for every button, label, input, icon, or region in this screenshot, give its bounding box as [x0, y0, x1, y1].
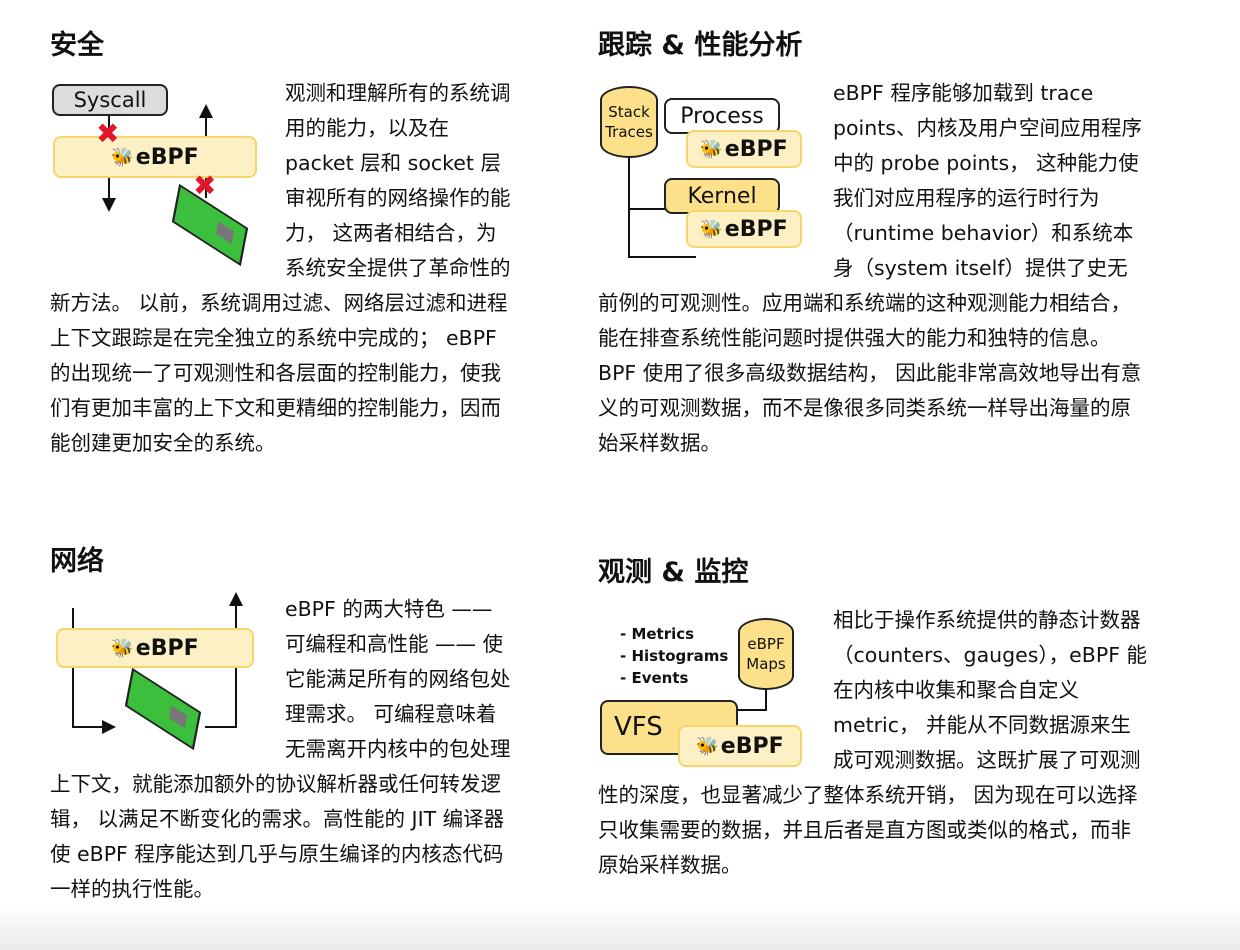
- arrow-down-icon: [102, 198, 116, 212]
- section-body: 观测和理解所有的系统调用的能力，以及在 packet 层和 socket 层审视…: [50, 81, 511, 455]
- bee-icon: 🐝: [700, 138, 723, 160]
- section-title: 观测 & 监控: [598, 557, 749, 588]
- bee-icon: 🐝: [696, 735, 719, 757]
- ebpf-maps-cylinder: eBPF Maps: [738, 618, 794, 690]
- block-x-icon: ✖: [193, 169, 217, 202]
- section-networking: 网络 🐝eBPF eBPF 的两大特色 —— 可编程和高性能 —— 使它能满足所…: [50, 542, 512, 907]
- ebpf-box: 🐝eBPF: [53, 136, 257, 178]
- security-diagram: Syscall 🐝eBPF ✖ ✖: [50, 76, 285, 286]
- section-tracing: 跟踪 & 性能分析 Stack Traces Process 🐝eBPF Ker…: [598, 26, 1148, 461]
- section-body: 相比于操作系统提供的静态计数器（counters、gauges），eBPF 能在…: [598, 608, 1148, 877]
- section-title: 安全: [50, 30, 104, 61]
- syscall-box: Syscall: [52, 84, 168, 116]
- ebpf-box: 🐝eBPF: [686, 210, 802, 248]
- bee-icon: 🐝: [111, 146, 134, 168]
- section-monitoring: 观测 & 监控 - Metrics - Histograms - Events …: [598, 553, 1148, 883]
- ebpf-box: 🐝eBPF: [56, 628, 254, 668]
- section-title: 跟踪 & 性能分析: [598, 30, 803, 61]
- tracing-diagram: Stack Traces Process 🐝eBPF Kernel 🐝eBPF: [598, 76, 833, 286]
- stack-traces-cylinder: Stack Traces: [600, 86, 658, 158]
- process-box: Process: [664, 98, 780, 134]
- arrow-up-icon: [229, 592, 243, 606]
- bottom-fade: [0, 905, 1240, 950]
- arrow-up-icon: [199, 104, 213, 118]
- arrow-right-icon: [102, 720, 123, 734]
- networking-diagram: 🐝eBPF: [50, 592, 285, 762]
- bee-icon: 🐝: [111, 637, 134, 659]
- network-card-icon: [124, 667, 202, 751]
- section-security: 安全 Syscall 🐝eBPF ✖ ✖ 观测和理解所有的系统调用的能力，以及在…: [50, 26, 512, 461]
- bee-icon: 🐝: [700, 218, 723, 240]
- section-body: eBPF 程序能够加载到 trace points、内核及用户空间应用程序中的 …: [598, 81, 1142, 455]
- metrics-list: - Metrics - Histograms - Events: [620, 625, 729, 687]
- kernel-box: Kernel: [664, 178, 780, 214]
- block-x-icon: ✖: [96, 117, 120, 150]
- section-title: 网络: [50, 546, 104, 577]
- monitoring-diagram: - Metrics - Histograms - Events eBPF Map…: [598, 603, 833, 773]
- ebpf-box: 🐝eBPF: [686, 130, 802, 168]
- ebpf-box: 🐝eBPF: [678, 725, 802, 767]
- section-body: eBPF 的两大特色 —— 可编程和高性能 —— 使它能满足所有的网络包处理需求…: [50, 597, 511, 901]
